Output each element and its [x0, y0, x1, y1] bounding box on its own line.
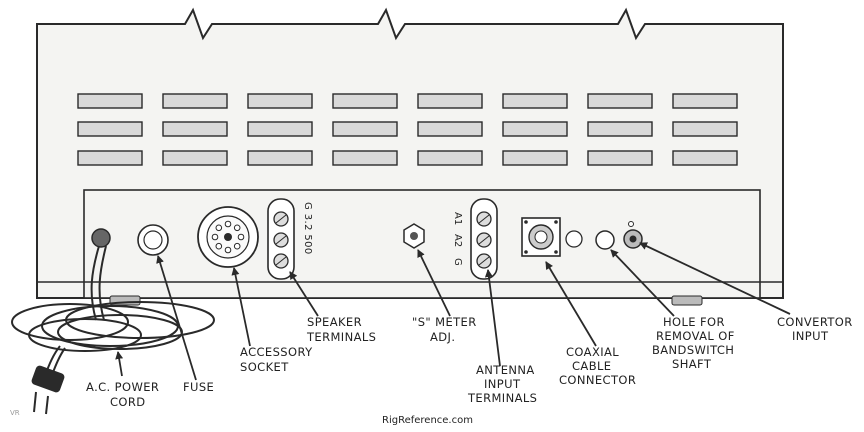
fuse-holder — [137, 224, 169, 256]
vent-slot — [247, 150, 313, 166]
vent-slot — [162, 121, 228, 137]
arrow-antenna-terminals — [484, 269, 501, 367]
label-speaker-terminals: SPEAKER TERMINALS — [306, 315, 376, 344]
vent-slot — [417, 121, 483, 137]
vent-slot — [502, 121, 568, 137]
socket-pin — [233, 224, 241, 232]
vent-slot — [77, 150, 143, 166]
corner-mark: VR — [10, 409, 20, 417]
socket-pin — [215, 242, 223, 250]
antenna-mark-a1: A1 — [452, 212, 463, 225]
vent-slot — [672, 150, 738, 166]
ventilation-slots — [77, 93, 738, 166]
label-convertor-input: CONVERTOR INPUT — [777, 315, 857, 343]
vent-slot — [587, 121, 653, 137]
s-meter-adjust-control — [403, 223, 425, 249]
vent-slot — [417, 93, 483, 109]
label-accessory-socket: ACCESSORY SOCKET — [240, 345, 317, 374]
plugged-hole — [565, 230, 583, 248]
accessory-socket — [197, 206, 259, 268]
socket-pin — [233, 242, 241, 250]
label-bandswitch-hole: HOLE FOR REMOVAL OF BANDSWITCH SHAFT — [652, 315, 739, 371]
leader-arrows — [115, 242, 791, 381]
arrow-power-cord — [115, 351, 124, 377]
right-foot — [671, 295, 703, 306]
arrow-coaxial-connector — [545, 261, 597, 347]
arrow-fuse — [156, 255, 197, 381]
antenna-terminal-markings: A1 A2 G — [452, 212, 463, 266]
vent-slot — [332, 121, 398, 137]
label-fuse: FUSE — [183, 380, 214, 394]
label-coaxial-connector: COAXIAL CABLE CONNECTOR — [559, 345, 636, 387]
vent-slot — [332, 150, 398, 166]
vent-slot — [162, 150, 228, 166]
label-antenna-terminals: ANTENNA INPUT TERMINALS — [467, 363, 539, 405]
vent-slot — [587, 150, 653, 166]
vent-slot — [162, 93, 228, 109]
vent-slot — [502, 150, 568, 166]
convertor-input-jack — [623, 221, 643, 249]
socket-pin — [224, 220, 232, 228]
vent-slot — [587, 93, 653, 109]
power-cord — [11, 245, 215, 415]
antenna-mark-g: G — [452, 258, 463, 266]
vent-slot — [417, 150, 483, 166]
arrow-s-meter — [417, 249, 451, 317]
speaker-terminal-strip — [267, 198, 295, 280]
antenna-terminal-strip — [470, 198, 498, 280]
coaxial-connector — [521, 217, 561, 257]
arrow-speaker-terminals — [289, 271, 319, 317]
label-s-meter: "S" METER ADJ. — [412, 315, 481, 344]
bandswitch-hole — [595, 230, 615, 250]
vent-slot — [247, 121, 313, 137]
footer-credit: RigReference.com — [382, 415, 473, 426]
antenna-mark-a2: A2 — [452, 234, 463, 247]
socket-pin — [237, 233, 245, 241]
speaker-terminal-markings: G 3.2 500 — [302, 202, 313, 255]
socket-pin — [211, 233, 219, 241]
vent-slot — [332, 93, 398, 109]
vent-slot — [77, 121, 143, 137]
vent-slot — [672, 121, 738, 137]
vent-slot — [247, 93, 313, 109]
label-power-cord: A.C. POWER CORD — [86, 380, 163, 409]
power-cord-grommet — [91, 228, 111, 248]
socket-pin — [215, 224, 223, 232]
callout-labels: A.C. POWER CORD FUSE ACCESSORY SOCKET SP… — [86, 315, 857, 409]
vent-slot — [502, 93, 568, 109]
vent-slot — [672, 93, 738, 109]
vent-slot — [77, 93, 143, 109]
arrow-bandswitch-hole — [610, 249, 675, 317]
socket-pin — [224, 246, 232, 254]
arrow-convertor-input — [639, 242, 791, 315]
arrow-accessory-socket — [231, 267, 251, 347]
